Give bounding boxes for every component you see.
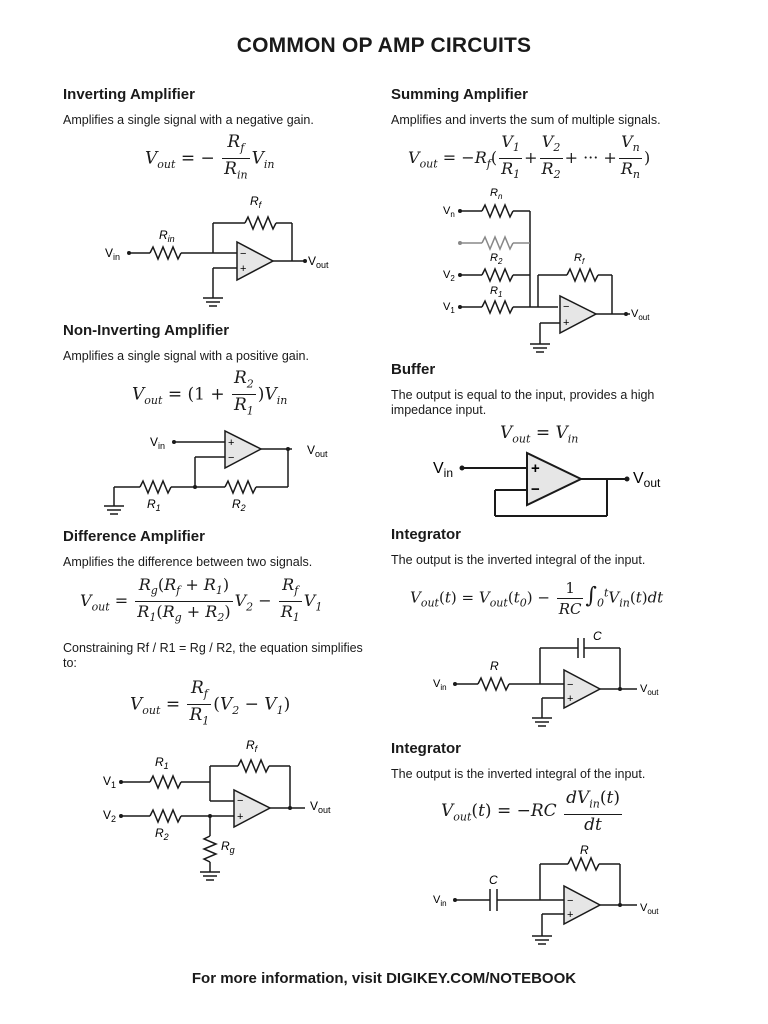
svg-text:Rf: Rf [246, 738, 259, 754]
svg-text:C: C [489, 873, 498, 887]
page-title: COMMON OP AMP CIRCUITS [236, 34, 532, 57]
svg-text:V1: V1 [103, 774, 116, 790]
section-buffer: Buffer The output is equal to the input,… [391, 361, 711, 418]
integrator-2-schematic: − + Vin Vout C R [433, 843, 659, 945]
svg-text:Rn: Rn [490, 187, 503, 201]
svg-text:−: − [228, 452, 234, 464]
section-title: Buffer [391, 361, 436, 378]
section-non-inverting-amplifier: Non-Inverting Amplifier Amplifies a sing… [63, 322, 373, 364]
svg-text:−: − [567, 679, 573, 691]
svg-text:V1: V1 [443, 301, 455, 315]
equation-buffer: Vout = Vin [500, 423, 579, 446]
section-description: Amplifies a single signal with a negativ… [63, 113, 314, 127]
svg-text:Vout: Vout [307, 443, 328, 459]
svg-text:+: + [237, 811, 243, 823]
svg-text:R2: R2 [232, 497, 246, 513]
section-title: Inverting Amplifier [63, 86, 195, 103]
svg-text:R1: R1 [147, 497, 161, 513]
opamp-plus: + [240, 263, 246, 275]
svg-text:−: − [531, 481, 540, 498]
svg-text:Vin: Vin [150, 435, 165, 451]
inverting-amplifier-schematic: − + Vin Vout Rin Rf [105, 194, 329, 307]
svg-text:Vout: Vout [640, 902, 659, 916]
section-title: Non-Inverting Amplifier [63, 322, 230, 339]
svg-text:Vout: Vout [631, 308, 650, 322]
svg-text:+: + [567, 693, 573, 705]
svg-text:Vn: Vn [443, 205, 455, 219]
svg-text:+: + [228, 437, 234, 449]
svg-text:R: R [580, 843, 589, 857]
svg-text:R1: R1 [490, 285, 502, 299]
svg-text:C: C [593, 629, 602, 643]
non-inverting-amplifier-schematic: + − Vin Vout R1 R2 [104, 429, 328, 515]
svg-text:−: − [563, 301, 569, 313]
svg-text:R1: R1 [155, 755, 169, 771]
section-description: Amplifies and inverts the sum of multipl… [391, 113, 661, 127]
section-title: Difference Amplifier [63, 528, 205, 545]
svg-text:Vout: Vout [640, 683, 659, 697]
svg-text:+: + [563, 317, 569, 329]
section-description: The output is the inverted integral of t… [391, 767, 646, 781]
svg-text:Vin: Vin [433, 894, 447, 908]
svg-text:Rf: Rf [250, 194, 263, 210]
section-title: Integrator [391, 740, 462, 757]
summing-amplifier-schematic: − + Vn V2 V1 Vout Rn R2 R1 Rf [443, 187, 650, 353]
svg-text:Vout: Vout [310, 799, 331, 815]
difference-amplifier-schematic: − + V1 V2 Vout R1 R2 Rf Rg [103, 738, 331, 881]
svg-text:Vin: Vin [433, 460, 453, 480]
svg-text:−: − [567, 895, 573, 907]
section-difference-amplifier: Difference Amplifier Amplifies the diffe… [63, 528, 373, 570]
section-title: Integrator [391, 526, 462, 543]
section-description: The output is equal to the input, provid… [391, 388, 655, 417]
svg-text:+: + [567, 909, 573, 921]
equation-integrator-2: Vout(t) = −RC dVin(t)dt [441, 788, 622, 836]
svg-text:Vout: Vout [633, 470, 661, 490]
svg-text:R: R [490, 659, 499, 673]
svg-text:V2: V2 [443, 269, 455, 283]
svg-text:Rin: Rin [159, 228, 175, 244]
svg-text:R2: R2 [490, 252, 503, 266]
svg-text:Rf: Rf [574, 252, 585, 266]
buffer-schematic: + − Vin Vout [433, 451, 661, 517]
section-description: The output is the inverted integral of t… [391, 553, 646, 567]
svg-text:Vout: Vout [308, 254, 329, 270]
section-inverting-amplifier: Inverting Amplifier Amplifies a single s… [63, 86, 373, 128]
section-title: Summing Amplifier [391, 86, 528, 103]
opamp-minus: − [240, 248, 246, 260]
svg-text:R2: R2 [155, 826, 169, 842]
difference-note: Constraining Rf / R1 = Rg / R2, the equa… [63, 641, 363, 670]
svg-text:V2: V2 [103, 808, 116, 824]
svg-text:+: + [531, 460, 540, 477]
svg-text:Vin: Vin [105, 246, 120, 262]
footer-link[interactable]: For more information, visit DIGIKEY.COM/… [191, 970, 577, 987]
svg-text:Vin: Vin [433, 678, 447, 692]
section-integrator-2: Integrator The output is the inverted in… [391, 740, 711, 782]
section-integrator: Integrator The output is the inverted in… [391, 526, 711, 568]
svg-text:−: − [237, 795, 243, 807]
svg-text:Rg: Rg [221, 839, 235, 855]
integrator-schematic: − + Vin Vout R C [433, 629, 659, 727]
section-description: Amplifies a single signal with a positiv… [63, 349, 309, 363]
section-description: Amplifies the difference between two sig… [63, 555, 313, 569]
section-summing-amplifier: Summing Amplifier Amplifies and inverts … [391, 86, 711, 128]
